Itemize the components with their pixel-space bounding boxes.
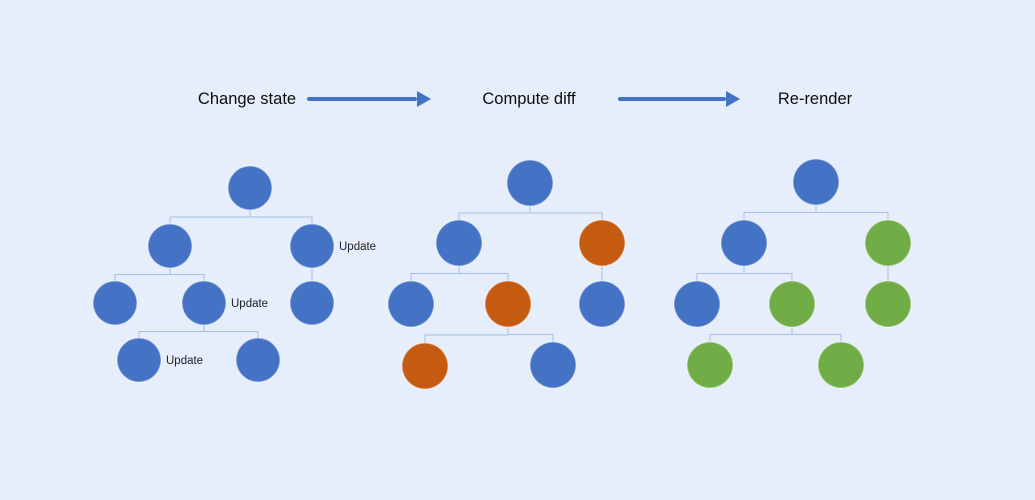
re-render-tree-node-l3-left [673,280,721,328]
tree-connector [458,206,531,220]
tree-connector [114,268,171,281]
update-label: Update [231,298,268,310]
tree-connector [138,325,205,338]
update-label: Update [339,241,376,253]
arrow-head-icon [726,91,740,107]
update-label: Update [166,355,203,367]
tree-connector [743,266,793,281]
step-label-compute-diff: Compute diff [482,90,576,108]
re-render-tree-node-l3-right [864,280,912,328]
change-state-tree-node-l3-mid [181,280,227,326]
tree-connector [203,325,259,338]
tree-connector [709,327,793,342]
re-render-tree-node-l3-mid [768,280,816,328]
arrow-head-icon [417,91,431,107]
change-state-tree-node-l4-right [235,337,281,383]
tree-connector [507,327,554,342]
change-state-tree-node-l3-right [289,280,335,326]
compute-diff-tree-node-l3-right [578,280,626,328]
re-render-tree-node-l4-right [817,341,865,389]
re-render-tree [673,158,912,389]
re-render-tree-node-l4-left [686,341,734,389]
compute-diff-tree-node-l4-right [529,341,577,389]
tree-connector [424,327,509,343]
arrow-shaft [618,97,726,101]
tree-connector [791,327,842,342]
tree-connector [696,266,745,281]
tree-connector [743,205,817,220]
re-render-tree-node-root [792,158,840,206]
tree-connector [169,210,251,224]
step-label-re-render: Re-render [777,90,853,108]
tree-connector [529,206,603,220]
arrow-shaft [307,97,417,101]
compute-diff-tree-node-l3-mid [484,280,532,328]
compute-diff-tree-node-root [506,159,554,207]
compute-diff-tree-node-l2-right [578,219,626,267]
change-state-tree-node-l3-left [92,280,138,326]
tree-connector [410,266,460,281]
re-render-tree-node-l2-left [720,219,768,267]
tree-connector [458,266,509,281]
compute-diff-tree [387,159,626,390]
arrow-change-to-diff [307,91,431,107]
change-state-tree-node-l4-left [116,337,162,383]
change-state-tree-node-l2-right [289,223,335,269]
change-state-tree-node-root [227,165,273,211]
tree-connector [815,205,889,220]
compute-diff-tree-node-l4-left [401,342,449,390]
re-render-tree-node-l2-right [864,219,912,267]
change-state-tree-node-l2-left [147,223,193,269]
arrow-diff-to-render [618,91,740,107]
tree-connector [169,268,205,281]
step-label-change-state: Change state [197,90,297,108]
compute-diff-tree-node-l2-left [435,219,483,267]
compute-diff-tree-node-l3-left [387,280,435,328]
tree-connector [249,210,313,224]
